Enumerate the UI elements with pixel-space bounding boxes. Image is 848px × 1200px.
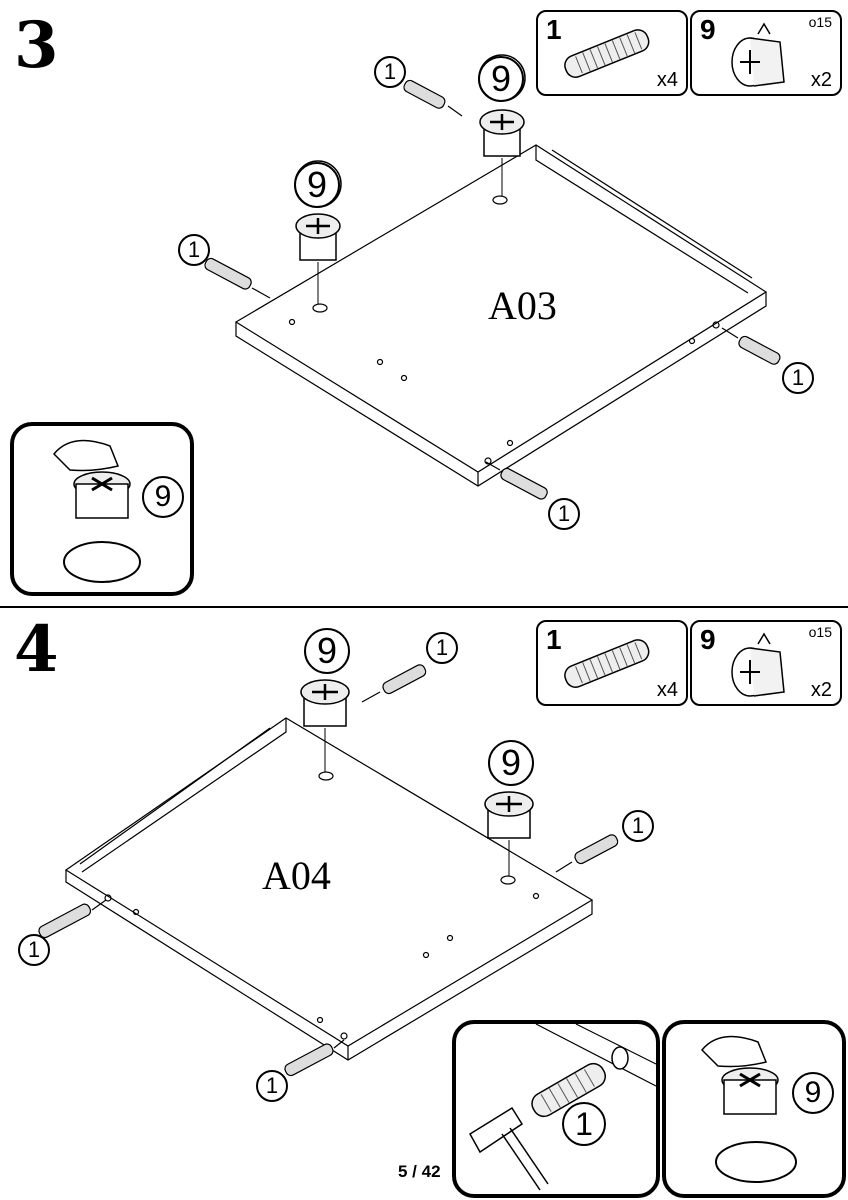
panel-a03 xyxy=(234,144,768,487)
part-quantity: x2 xyxy=(810,69,832,91)
detail-inset-cam-insertion: 9 xyxy=(10,422,194,596)
dowel-callout: 1 xyxy=(622,810,654,842)
panel-a04 xyxy=(64,717,594,1061)
panel-label: A03 xyxy=(488,283,557,328)
part-code: o15 xyxy=(808,14,832,30)
hammer-icon xyxy=(468,1023,657,1191)
dowel-callout: 1 xyxy=(374,56,406,88)
cam-lock-icon xyxy=(731,632,785,697)
part-id: 9 xyxy=(700,624,716,655)
dowel-placement xyxy=(38,664,619,1077)
part-quantity: x2 xyxy=(810,679,832,701)
part-card-cam-lock: 9 o15 x2 xyxy=(690,620,842,706)
cam-lock-fitting xyxy=(484,791,534,876)
dowel-callout: 1 xyxy=(562,1102,606,1146)
cam-callout: 9 xyxy=(792,1072,834,1114)
dowel-placement xyxy=(204,79,781,500)
finger-press-icon xyxy=(700,1035,797,1183)
cam-lock-icon xyxy=(731,22,785,87)
dowel-callout: 1 xyxy=(548,498,580,530)
section-divider xyxy=(0,606,848,608)
dowel-callout: 1 xyxy=(782,362,814,394)
dowel-icon xyxy=(564,29,650,78)
cam-callout: 9 xyxy=(478,56,524,102)
detail-inset-cam-insertion: 9 xyxy=(662,1020,846,1198)
part-id: 9 xyxy=(700,14,716,45)
cam-callout: 9 xyxy=(294,162,340,208)
part-id: 1 xyxy=(546,624,562,655)
cam-callout: 9 xyxy=(304,628,350,674)
part-id: 1 xyxy=(546,14,562,45)
panel-label: A04 xyxy=(262,853,331,898)
part-quantity: x4 xyxy=(656,69,678,91)
cam-callout: 9 xyxy=(488,740,534,786)
part-card-cam-lock: 9 o15 x2 xyxy=(690,10,842,96)
detail-inset-dowel-hammer: 1 xyxy=(452,1020,660,1198)
page-number: 5 / 42 xyxy=(398,1162,441,1181)
dowel-callout: 1 xyxy=(426,632,458,664)
part-quantity: x4 xyxy=(656,679,678,701)
part-card-dowel: 1 x4 xyxy=(536,10,688,96)
step-number: 3 xyxy=(14,8,59,83)
part-card-dowel: 1 x4 xyxy=(536,620,688,706)
dowel-callout: 1 xyxy=(256,1070,288,1102)
dowel-callout: 1 xyxy=(178,234,210,266)
cam-callout: 9 xyxy=(142,476,184,518)
cam-lock-fitting xyxy=(300,679,350,772)
dowel-icon xyxy=(564,639,650,688)
finger-press-icon xyxy=(52,439,141,583)
step-number: 4 xyxy=(14,612,59,687)
part-code: o15 xyxy=(808,624,832,640)
dowel-callout: 1 xyxy=(18,934,50,966)
